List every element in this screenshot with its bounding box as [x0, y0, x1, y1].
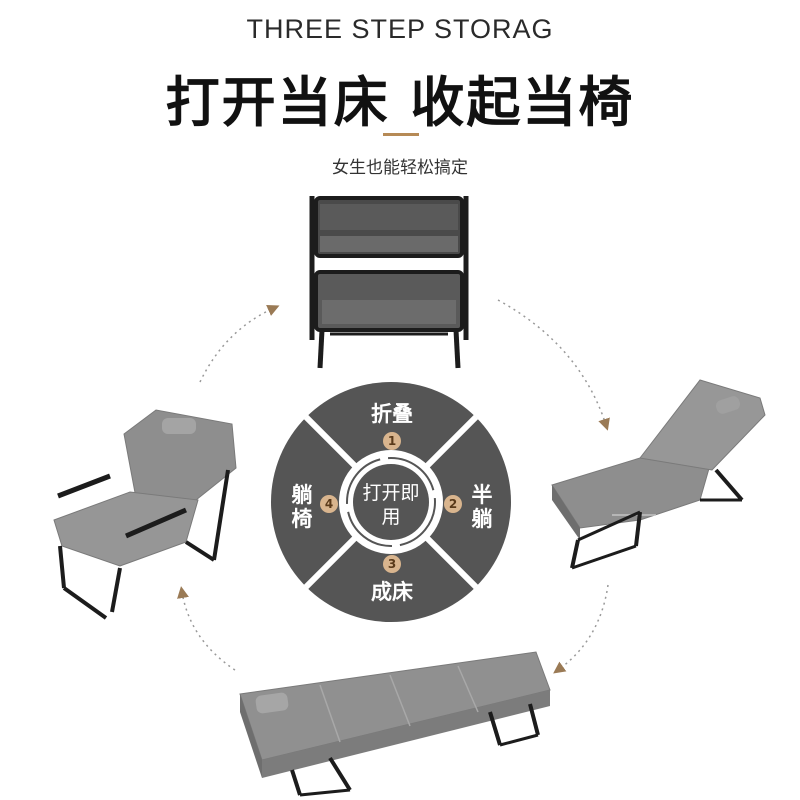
arrow-halflie-to-bed	[553, 584, 609, 674]
wheel-center-label: 打开即用	[362, 482, 420, 528]
segment-number-3: 3	[383, 555, 401, 573]
arrow-lounger-to-folded	[199, 304, 280, 383]
lounge-chair-image	[53, 409, 237, 620]
segment-label-bed: 成床	[371, 580, 413, 604]
segment-label-lounger: 躺椅	[291, 483, 313, 531]
step-wheel	[271, 382, 511, 622]
segment-number-4: 4	[320, 495, 338, 513]
flat-bed-image	[239, 651, 551, 797]
arrow-bed-to-lounger	[177, 586, 236, 671]
title-english: THREE STEP STORAG	[246, 14, 554, 44]
title-chinese: 打开当床 收起当椅	[165, 71, 635, 134]
segment-number-1: 1	[383, 432, 401, 450]
subtitle: 女生也能轻松搞定	[332, 158, 468, 178]
segment-number-2: 2	[444, 495, 462, 513]
accent-line	[383, 133, 419, 136]
cycle-arrows	[177, 299, 610, 674]
arrow-folded-to-halflie	[497, 299, 610, 431]
folded-chair-image	[309, 196, 469, 369]
half-lying-lounger-image	[551, 379, 766, 570]
segment-label-half-lie: 半躺	[471, 483, 493, 531]
segment-label-fold: 折叠	[371, 402, 413, 426]
